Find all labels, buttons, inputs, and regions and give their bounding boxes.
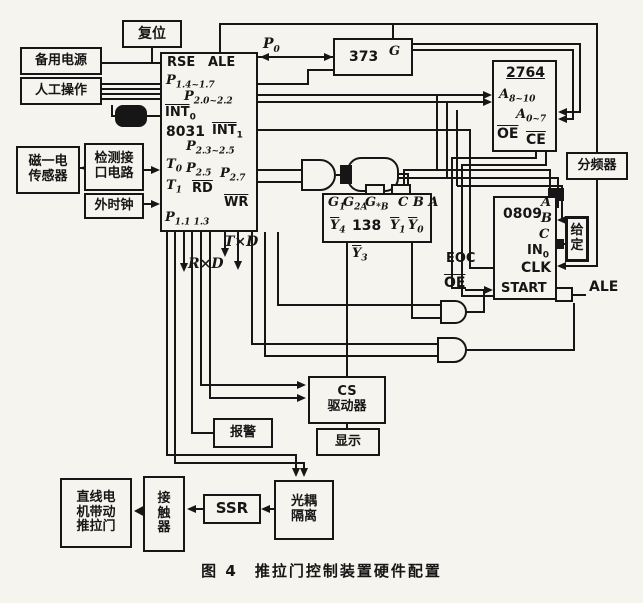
gates bbox=[115, 105, 573, 363]
adc-0809: 0809 A B C IN0 CLK START bbox=[493, 195, 557, 300]
coupler-stub-icon bbox=[340, 165, 352, 184]
adc-pin-b: B bbox=[541, 211, 552, 226]
mcu-pin-int1: INT1 bbox=[212, 123, 243, 141]
mcu-pin-p25: P2.5 bbox=[186, 161, 212, 179]
decoder-pin-y0: Y0 bbox=[408, 218, 424, 236]
adc-pin-c: C bbox=[539, 227, 550, 242]
start-tab-icon bbox=[555, 287, 573, 302]
adc-pin-ale: ALE bbox=[589, 279, 619, 295]
eprom-pin-ahi: A8~10 bbox=[499, 87, 536, 105]
mcu-pin-rd: RD bbox=[192, 181, 213, 196]
latch-model: 373 bbox=[349, 49, 379, 65]
mcu-model: 8031 bbox=[166, 124, 205, 140]
sensor-box: 磁一电 传感器 bbox=[16, 146, 80, 194]
buffer-gate-icon bbox=[115, 105, 147, 127]
decoder-pin-y4: Y4 bbox=[330, 218, 346, 236]
mcu-8031: RSE ALE P1.4~1.7 P2.0~2.2 INT0 8031 INT1… bbox=[160, 52, 258, 232]
opto-isolation-box: 光耦 隔离 bbox=[274, 480, 334, 540]
junction-blob-icon bbox=[556, 239, 564, 249]
manual-operation-box: 人工操作 bbox=[20, 77, 102, 105]
detect-interface-box: 检测接 口电路 bbox=[84, 143, 144, 191]
and-gate-mid-icon bbox=[301, 159, 336, 191]
decoder-pin-g2a: G2A bbox=[343, 195, 368, 213]
reset-box: 复位 bbox=[122, 20, 182, 48]
wires bbox=[80, 23, 598, 512]
motor-door-box: 直线电 机带动 推拉门 bbox=[60, 478, 132, 548]
frequency-divider-box: 分频器 bbox=[566, 152, 628, 180]
mcu-pin-p23: P2.3~2.5 bbox=[186, 139, 235, 157]
mcu-pin-ale: ALE bbox=[208, 55, 236, 70]
eprom-pin-alo: A0~7 bbox=[516, 107, 547, 125]
mcu-pin-p14: P1.4~1.7 bbox=[166, 73, 215, 91]
eprom-model: 2764 bbox=[506, 65, 545, 81]
adc-pin-start: START bbox=[501, 281, 547, 296]
mcu-pin-int0: INT0 bbox=[165, 105, 196, 123]
decoder-model: 138 bbox=[352, 218, 382, 234]
decoder-pin-y3: Y3 bbox=[352, 246, 368, 264]
and-gate-start-icon bbox=[437, 337, 467, 363]
decoder-pin-g2b: G*B bbox=[365, 195, 389, 213]
label-rxd: R×D bbox=[188, 256, 224, 272]
label-txd: T×D bbox=[224, 234, 259, 250]
adc-pin-a: A bbox=[541, 195, 552, 210]
eprom-pin-oe: OE bbox=[497, 126, 519, 142]
mcu-pin-t0: T0 bbox=[166, 157, 182, 175]
mcu-pin-wr: WR bbox=[224, 195, 249, 210]
external-clock-box: 外时钟 bbox=[84, 193, 144, 219]
latch-373: 373 G bbox=[333, 38, 413, 76]
mcu-pin-rse: RSE bbox=[167, 55, 196, 70]
cs-driver-box: CS 驱动器 bbox=[308, 376, 386, 424]
adc-pin-eoc: EOC bbox=[446, 251, 476, 266]
figure-caption: 图 4 推拉门控制装置硬件配置 bbox=[201, 562, 442, 580]
backup-power-box: 备用电源 bbox=[20, 47, 102, 75]
adc-pin-oe: OE bbox=[444, 275, 466, 291]
adc-pin-clk: CLK bbox=[521, 260, 552, 276]
mcu-pin-p20: P2.0~2.2 bbox=[184, 89, 233, 107]
decoder-pin-cba: C B A bbox=[398, 195, 439, 210]
decoder-pin-g1: G1 bbox=[328, 195, 346, 213]
latch-pin-g: G bbox=[389, 44, 401, 59]
ssr-box: SSR bbox=[203, 494, 261, 524]
mcu-pin-p11: P1.1 1.3 bbox=[165, 210, 210, 228]
and-gate-oe-icon bbox=[440, 300, 467, 324]
mcu-pin-t1: T1 bbox=[166, 178, 182, 196]
adc-pin-in0: IN0 bbox=[527, 243, 549, 261]
alarm-box: 报警 bbox=[213, 418, 273, 448]
display-box: 显示 bbox=[316, 428, 380, 456]
adc-model: 0809 bbox=[503, 206, 542, 222]
mcu-pin-p27: P2.7 bbox=[220, 166, 246, 184]
setpoint-box: 给 定 bbox=[565, 216, 589, 262]
label-p0-bus: P0 bbox=[263, 36, 280, 55]
decoder-138: G1 G2A G*B C B A Y4 138 Y1 Y0 bbox=[322, 193, 438, 243]
eprom-2764: 2764 A8~10 A0~7 OE CE bbox=[492, 60, 557, 152]
decoder-pin-y1: Y1 bbox=[390, 218, 406, 236]
eprom-pin-ce: CE bbox=[526, 132, 546, 148]
contactor-box: 接 触 器 bbox=[143, 476, 185, 552]
